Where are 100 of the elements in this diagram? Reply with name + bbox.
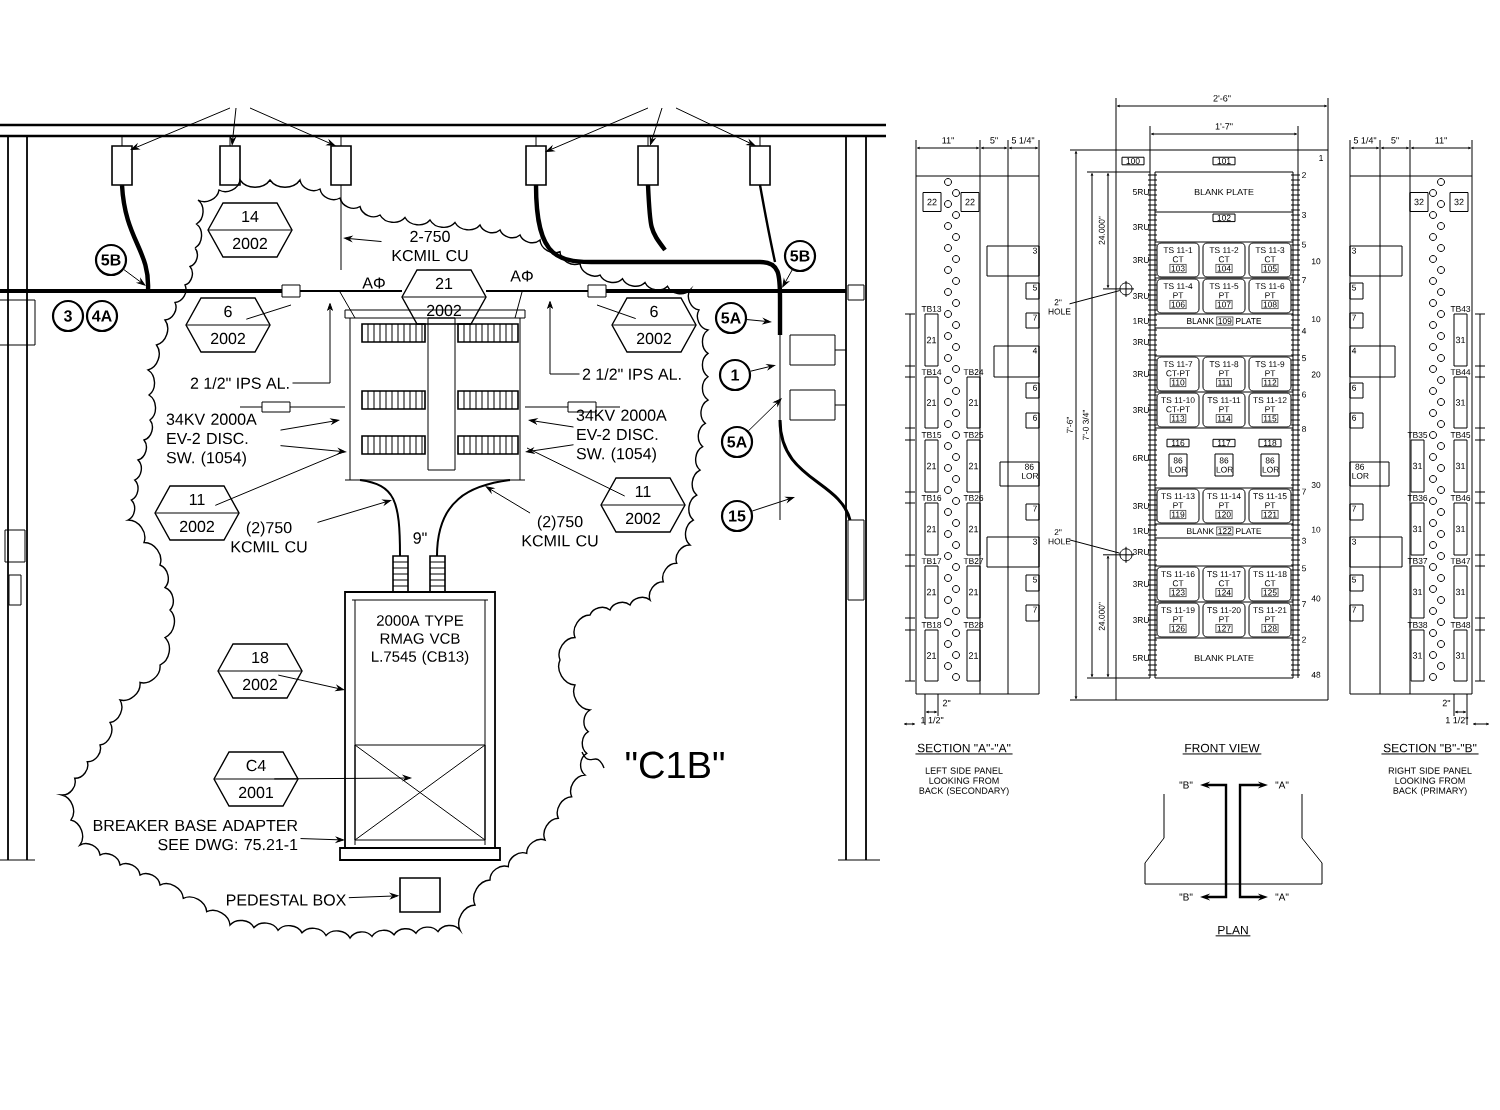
terminal-block: 21 — [966, 502, 981, 556]
dimension-text: 24.000" — [1098, 216, 1105, 245]
section-mark-label: "A" — [1275, 781, 1289, 789]
view-title: SECTION "B"-"B" — [1380, 743, 1480, 755]
terminal-switch: TS 11-3 CT 105 — [1248, 242, 1292, 278]
dimension-text: 2'-6" — [1213, 95, 1231, 102]
panel-device: 4 — [993, 345, 1040, 378]
item-number: 10 — [1311, 258, 1321, 265]
panel-device: 4 — [1349, 345, 1396, 378]
rack-unit-label: 3RU — [1132, 581, 1149, 587]
panel-device: 22 — [960, 192, 980, 212]
item-number: 4 — [1301, 327, 1307, 334]
terminal-block: 31 — [1410, 439, 1425, 493]
panel-device: 3 — [986, 536, 1040, 568]
terminal-block: 21 — [966, 376, 981, 429]
rack-unit-label: 3RU — [1132, 503, 1149, 509]
item-tag: 116 — [1166, 438, 1190, 448]
terminal-block-tag: TB13 — [921, 305, 942, 312]
panel-device: 32 — [1449, 192, 1469, 212]
panel-device: 7 — [1025, 312, 1040, 329]
terminal-block: 31 — [1453, 502, 1468, 556]
panel-device: 5 — [1349, 282, 1364, 300]
terminal-block: 31 — [1453, 439, 1468, 493]
panel-device: 6 — [1025, 412, 1040, 429]
blank-plate: BLANK 122 PLATE — [1187, 526, 1262, 536]
terminal-block: 21 — [924, 565, 939, 619]
terminal-block-tag: TB48 — [1450, 621, 1471, 628]
panel-device: 3 — [986, 245, 1040, 277]
view-title: SECTION "A"-"A" — [914, 743, 1014, 755]
leader-line — [751, 496, 795, 512]
blank-plate: BLANK 109 PLATE — [1187, 316, 1262, 326]
terminal-switch: TS 11-20 PT 127 — [1202, 602, 1246, 638]
leader-line — [750, 364, 776, 372]
panel-device: 7 — [1025, 604, 1040, 622]
terminal-block-tag: TB26 — [963, 494, 984, 501]
item-number: 10 — [1311, 526, 1321, 533]
terminal-switch: TS 11-10 CT-PT 113 — [1156, 392, 1200, 428]
panel-device: 7 — [1349, 604, 1364, 622]
terminal-switch: TS 11-6 PT 108 — [1248, 278, 1292, 314]
rack-unit-label: 3RU — [1132, 224, 1149, 230]
item-number: 7 — [1302, 277, 1306, 284]
terminal-switch: TS 11-17 CT 124 — [1202, 566, 1246, 602]
terminal-switch: TS 11-13 PT 119 — [1156, 488, 1200, 524]
panel-device: 5 — [1025, 574, 1040, 592]
terminal-block-tag: TB24 — [963, 369, 984, 375]
item-number: 48 — [1311, 671, 1321, 678]
item-number: 2 — [1302, 172, 1306, 179]
rack-unit-label: 1RU — [1133, 318, 1149, 324]
rack-unit-label: 3RU — [1132, 549, 1149, 555]
rack-unit-label: 3RU — [1132, 257, 1149, 263]
terminal-block: 21 — [966, 629, 981, 682]
item-number: 30 — [1311, 482, 1321, 488]
lockout-relay: 86 LOR — [1168, 453, 1188, 477]
leader-line — [782, 269, 793, 288]
terminal-switch: TS 11-16 CT 123 — [1156, 566, 1200, 602]
rack-unit-label: 5RU — [1132, 655, 1149, 661]
terminal-block-tag: TB17 — [921, 558, 942, 564]
item-number: 2 — [1302, 636, 1306, 643]
item-number: 10 — [1311, 316, 1321, 323]
rack-unit-label: 3RU — [1132, 339, 1149, 345]
terminal-switch: TS 11-21 PT 128 — [1248, 602, 1292, 638]
dimension-text: 7'-0 3/4" — [1082, 410, 1089, 440]
dimension-text: 2" — [1442, 699, 1451, 707]
section-mark-label: "A" — [1275, 893, 1289, 901]
hole-label: 2" HOLE — [1048, 529, 1071, 545]
dimension-text: 5" — [990, 137, 998, 144]
view-title: PLAN — [1215, 925, 1251, 937]
terminal-block: 21 — [966, 439, 981, 493]
leader-line — [1069, 290, 1121, 305]
terminal-switch: TS 11-18 CT 125 — [1248, 566, 1292, 602]
blank-plate: BLANK PLATE — [1194, 188, 1254, 196]
dimension-text: 2" — [942, 699, 951, 707]
item-tag: 118 — [1258, 438, 1282, 448]
view-subtitle: LEFT SIDE PANEL LOOKING FROM BACK (SECONDARY) — [919, 767, 1009, 796]
view-subtitle: RIGHT SIDE PANEL LOOKING FROM BACK (PRIMARY) — [1388, 767, 1472, 796]
panel-device: 7 — [1349, 312, 1364, 329]
terminal-block: 21 — [924, 376, 939, 429]
dimension-text: 5 1/4" — [1353, 136, 1377, 144]
terminal-block-tag: TB15 — [921, 432, 942, 438]
panel-device: 6 — [1025, 382, 1040, 399]
panel-device: 32 — [1409, 192, 1429, 212]
item-number: 40 — [1311, 595, 1321, 602]
panel-device: 3 — [1349, 245, 1403, 277]
dimension-text: 5" — [1391, 137, 1399, 144]
terminal-block: 21 — [924, 313, 939, 367]
terminal-block: 21 — [924, 629, 939, 682]
rack-unit-label: 3RU — [1132, 617, 1149, 623]
lockout-relay: 86 LOR — [999, 461, 1040, 487]
terminal-block: 21 — [924, 502, 939, 556]
view-title: FRONT VIEW — [1182, 743, 1262, 755]
terminal-block: 31 — [1410, 565, 1425, 619]
item-tag: 101 — [1212, 156, 1236, 166]
panel-device: 5 — [1349, 574, 1364, 592]
item-number: 8 — [1302, 426, 1306, 432]
terminal-block-tag: TB44 — [1450, 369, 1471, 375]
terminal-block: 21 — [924, 439, 939, 493]
panel-device: 3 — [1349, 536, 1403, 568]
dimension-text: 1'-7" — [1215, 123, 1233, 130]
item-number: 6 — [1302, 391, 1306, 398]
section-mark-label: "B" — [1179, 781, 1193, 789]
